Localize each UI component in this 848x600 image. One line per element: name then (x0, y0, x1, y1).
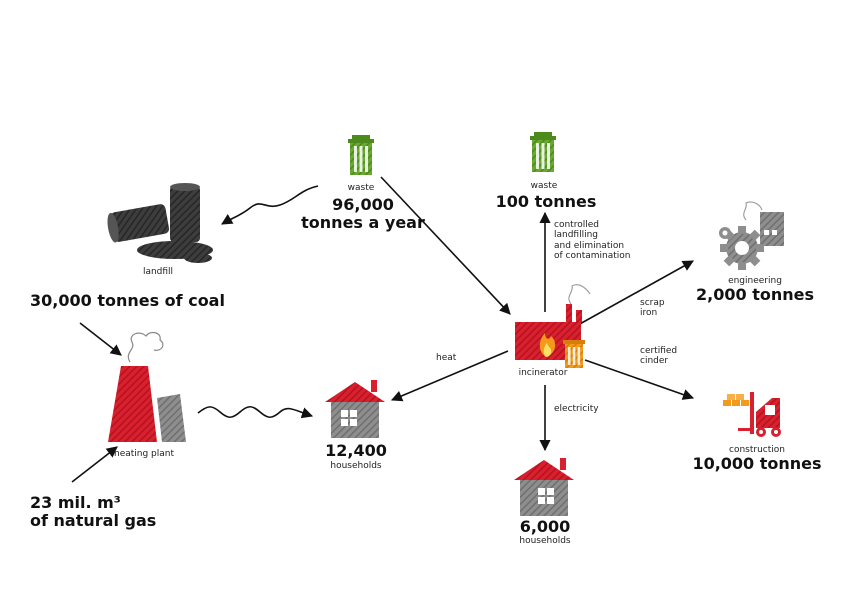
power-plant-icon (108, 331, 186, 442)
arrow-coal (79, 322, 122, 356)
incinerator-caption: incinerator (518, 368, 568, 378)
house-icon (325, 380, 385, 438)
waste-in-amount-line2: tonnes a year (301, 213, 425, 232)
households-heat-caption: households (330, 461, 382, 471)
arrow-waste-to-landfill (221, 185, 319, 225)
heating-plant-caption: heating plant (113, 449, 175, 459)
gas-line2: of natural gas (30, 511, 157, 530)
engineering-caption: engineering (728, 276, 782, 286)
coal-amount: 30,000 tonnes of coal (30, 291, 225, 310)
trash-can-icon (530, 132, 556, 172)
arrow-heat (390, 350, 509, 402)
waste-out-caption: waste (530, 181, 558, 191)
households-heat-amount: 12,400 (325, 441, 387, 460)
waste-in-amount-line1: 96,000 (332, 195, 394, 214)
certified-cinder-label: certified cinder (640, 346, 678, 367)
trash-can-icon (348, 135, 374, 175)
arrows (71, 176, 695, 483)
house-icon (514, 458, 574, 516)
arrow-waste-to-incinerator (380, 176, 511, 315)
households-el-caption: households (519, 536, 571, 546)
landfill-caption: landfill (142, 267, 174, 277)
oil-barrels-icon (107, 183, 213, 263)
electricity-label: electricity (554, 404, 599, 414)
factory-gear-icon (719, 201, 784, 270)
construction-caption: construction (729, 445, 785, 455)
heat-label: heat (436, 353, 457, 363)
arrow-gas (71, 446, 118, 483)
arrow-to-engineering (577, 260, 694, 326)
waste-in-caption: waste (347, 183, 375, 193)
households-el-amount: 6,000 (519, 517, 571, 536)
waste-out-amount: 100 tonnes (495, 192, 597, 211)
waste-out-note: controlled landfilling and elimination o… (554, 220, 631, 262)
gas-line1: 23 mil. m³ (30, 493, 121, 512)
arrow-plant-to-households (197, 405, 314, 419)
engineering-amount: 2,000 tonnes (696, 285, 814, 304)
incinerator-icon (515, 284, 591, 368)
arrow-to-construction (584, 359, 695, 400)
construction-amount: 10,000 tonnes (692, 454, 822, 473)
forklift-icon (723, 392, 781, 437)
scrap-iron-label: scrap iron (640, 298, 665, 319)
